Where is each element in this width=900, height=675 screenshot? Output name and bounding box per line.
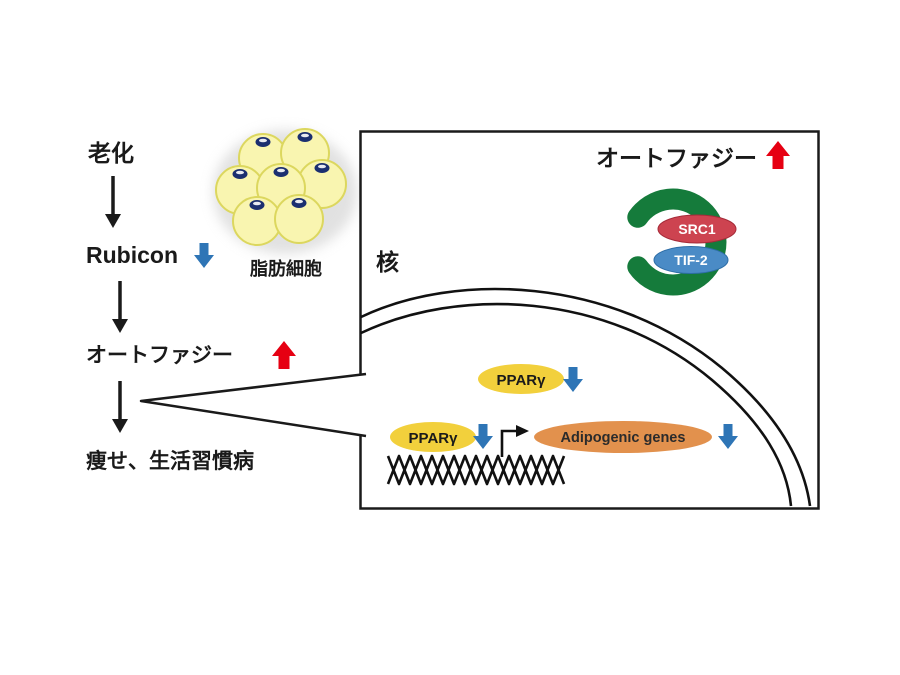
down-arrow-icon <box>110 379 130 435</box>
nuclear-membrane-outer <box>360 287 812 507</box>
increase-arrow-icon <box>272 341 296 369</box>
aging-label: 老化 <box>87 140 134 166</box>
nucleus-panel: オートファジー SRC1 TIF-2 核 PPARγ PPARγ <box>360 141 812 507</box>
autophagy-label: オートファジー <box>86 344 233 367</box>
tif2-ellipse <box>653 246 729 274</box>
autophagy-title: オートファジー <box>596 145 757 171</box>
src1-label: SRC1 <box>678 221 716 237</box>
src1-ellipse <box>657 214 737 244</box>
fat-cell <box>274 194 324 244</box>
autophagosome-shape <box>627 188 727 296</box>
fat-cell <box>232 196 282 246</box>
ppar-dna-ellipse <box>390 422 476 452</box>
dna-strand <box>386 454 566 486</box>
fat-cells-label: 脂肪細胞 <box>250 258 322 279</box>
ppar-dna-label: PPARγ <box>409 430 459 447</box>
nucleus-panel-box <box>359 130 820 510</box>
left-flow: 老化 Rubicon オートファジー 痩せ、生活習慣病 <box>86 140 296 473</box>
decrease-arrow-icon <box>194 243 214 268</box>
rubicon-label: Rubicon <box>86 242 178 268</box>
callout-wedge <box>139 372 367 438</box>
transcription-arrow <box>500 425 529 457</box>
tif2-label: TIF-2 <box>674 252 708 268</box>
adipogenic-genes-label: Adipogenic genes <box>561 430 686 446</box>
outcome-label: 痩せ、生活習慣病 <box>86 449 254 473</box>
down-arrow-icon <box>103 174 123 230</box>
ppar-upper-label: PPARγ <box>497 372 547 389</box>
fat-cell-cluster: 脂肪細胞 <box>213 128 357 279</box>
nuclear-membrane-inner <box>360 302 793 507</box>
nucleus-label: 核 <box>376 249 399 275</box>
ppar-upper-ellipse <box>478 364 564 394</box>
down-arrow-icon <box>110 279 130 335</box>
adipogenic-genes-ellipse <box>534 421 712 453</box>
dna-strand <box>386 454 566 486</box>
dna-helix <box>386 454 566 486</box>
